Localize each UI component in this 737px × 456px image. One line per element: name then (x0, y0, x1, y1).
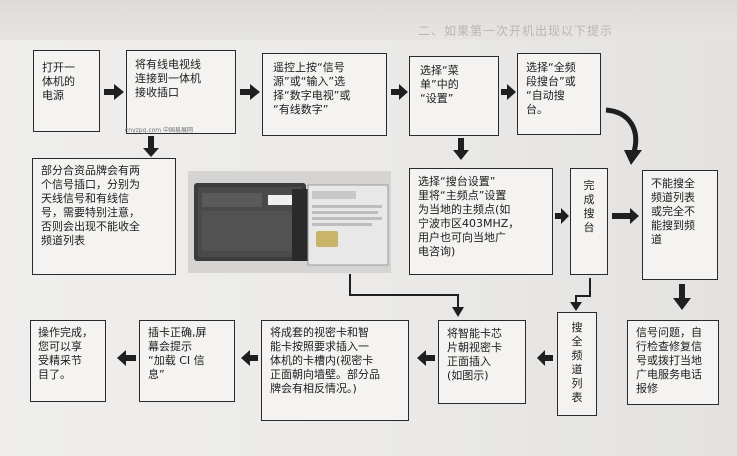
step-select-source: 遥控上按“信号 源”或“输入”选 择“数字电视”或 “有线数字” (262, 53, 387, 136)
step-complete-enjoy: 操作完成， 您可以享 受精采节 目了。 (30, 320, 106, 402)
step-connect-cable: 将有线电视线 连接到一体机 接收插口 (126, 50, 236, 134)
step-insert-smartcard-text: 将智能卡芯 片朝视密卡 正面插入 (如图示) (447, 327, 502, 382)
step-complete-enjoy-text: 操作完成， 您可以享 受精采节 目了。 (38, 326, 93, 381)
step-full-channel-list-text: 搜 全 频 道 列 表 (571, 321, 583, 404)
step-full-channel-list: 搜 全 频 道 列 表 (557, 312, 597, 416)
step-power-on-text: 打开一 体机的 电源 (42, 61, 75, 102)
step-auto-search-text: 选择“全频 段搜台”或 “自动搜 台。 (526, 61, 576, 116)
arrow-b5-b9-curve (605, 107, 639, 153)
step-select-source-text: 遥控上按“信号 源”或“输入”选 择“数字电视”或 “有线数字” (273, 61, 351, 116)
card-photo (188, 171, 391, 273)
step-ci-info-text: 插卡正确,屏 幕会提示 “加载 CI 信 息” (148, 326, 207, 381)
arrow-b4-b5 (501, 84, 516, 100)
arrow-card-b13-line (349, 274, 459, 309)
top-strip (0, 0, 737, 40)
note-dual-input: 部分合资品牌会有两 个信号插口，分别为 天线信号和有线信 号，需要特别注意， 否… (32, 158, 176, 275)
arrow-b8-b9 (612, 208, 639, 224)
card-photo-svg (188, 171, 391, 273)
arrow-b7-b8 (555, 208, 569, 224)
arrow-b13-b12 (417, 350, 435, 366)
arrow-b2-b6 (143, 136, 159, 157)
step-ci-info: 插卡正确,屏 幕会提示 “加载 CI 信 息” (139, 320, 235, 402)
arrow-b1-b2 (104, 84, 124, 100)
arrow-b5-b9-head (624, 150, 642, 165)
step-signal-problem: 信号问题，自 行检查修复信 号或拨打当地 广电服务电话 报修 (627, 320, 719, 405)
step-search-failed: 不能搜全 频道列表 或完全不 能搜到频 道 (642, 170, 718, 280)
ghost-heading: 二、如果第一次开机出现以下提示 (418, 24, 614, 38)
step-insert-smartcard: 将智能卡芯 片朝视密卡 正面插入 (如图示) (438, 320, 526, 404)
step-search-done-text: 完 成 搜 台 (583, 179, 595, 234)
step-menu-settings-text: 选择“菜 单”中的 “设置” (420, 64, 459, 105)
step-insert-cards: 将成套的视密卡和智 能卡按照要求插入一 体机的卡槽内(视密卡 正面朝向墙壁。部分… (261, 320, 409, 421)
step-signal-problem-text: 信号问题，自 行检查修复信 号或拨打当地 广电服务电话 报修 (636, 326, 702, 395)
arrow-b9-b15 (673, 284, 691, 310)
step-search-failed-text: 不能搜全 频道列表 或完全不 能搜到频 道 (651, 177, 695, 246)
arrow-b2-b3 (240, 84, 260, 100)
arrow-card-b13-head (452, 307, 464, 317)
step-connect-cable-text: 将有线电视线 连接到一体机 接收插口 (135, 58, 201, 99)
step-main-frequency: 选择“搜台设置” 里将“主频点”设置 为当地的主频点(如 宁波市区403MHZ，… (409, 168, 553, 275)
watermark-text: cnyzpg.com 中国易展网 (125, 127, 194, 134)
note-dual-input-text: 部分合资品牌会有两 个信号插口，分别为 天线信号和有线信 号，需要特别注意， 否… (41, 164, 140, 247)
arrow-b8-b14-head (570, 302, 582, 311)
arrow-b4-b7 (453, 138, 469, 160)
arrow-b14-b13 (537, 350, 553, 366)
step-insert-cards-text: 将成套的视密卡和智 能卡按照要求插入一 体机的卡槽内(视密卡 正面朝向墙壁。部分… (270, 326, 380, 395)
arrow-b12-b11 (241, 350, 258, 366)
arrow-b11-b10 (117, 350, 136, 366)
step-main-frequency-text: 选择“搜台设置” 里将“主频点”设置 为当地的主频点(如 宁波市区403MHZ，… (418, 175, 520, 258)
step-power-on: 打开一 体机的 电源 (33, 50, 100, 132)
arrow-b3-b4 (391, 84, 408, 100)
step-auto-search: 选择“全频 段搜台”或 “自动搜 台。 (517, 53, 601, 135)
arrow-b8-b14-line (575, 278, 591, 304)
step-menu-settings: 选择“菜 单”中的 “设置” (409, 56, 499, 136)
step-search-done: 完 成 搜 台 (570, 168, 608, 275)
